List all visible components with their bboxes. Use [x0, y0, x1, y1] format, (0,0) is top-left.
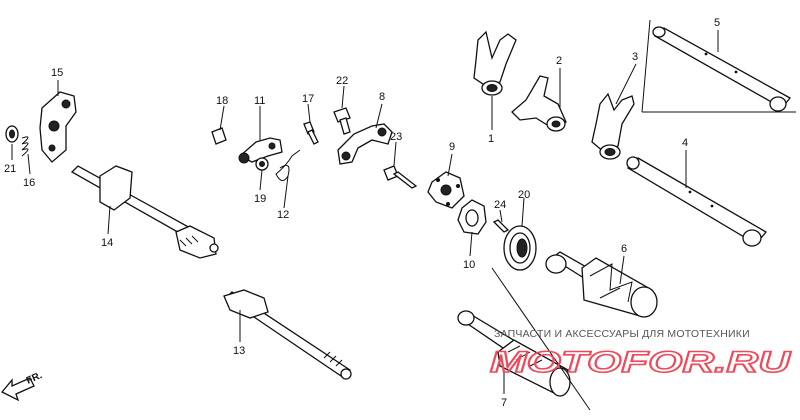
plate-15	[39, 91, 77, 163]
shift-fork-2	[511, 75, 567, 132]
callout-16: 16	[23, 177, 35, 189]
callout-17: 17	[302, 93, 314, 105]
callout-14: 14	[101, 237, 113, 249]
drum-center-9	[427, 171, 465, 209]
callout-18: 18	[216, 95, 228, 107]
shift-fork-3	[591, 92, 635, 160]
callout-9: 9	[449, 141, 455, 153]
collar-21	[5, 125, 19, 143]
leader-lines	[11, 19, 796, 394]
spring-12	[275, 149, 301, 181]
bolt-17	[303, 121, 319, 145]
dowel-pin-24	[492, 219, 510, 233]
shift-arm-11	[238, 137, 283, 164]
bolt-22	[333, 107, 351, 135]
callout-4: 4	[682, 137, 688, 149]
callout-1: 1	[488, 133, 494, 145]
callout-12: 12	[277, 209, 289, 221]
washer-19	[255, 157, 269, 171]
callout-6: 6	[621, 243, 627, 255]
callout-22: 22	[336, 75, 348, 87]
callout-8: 8	[379, 91, 385, 103]
callout-13: 13	[233, 345, 245, 357]
stopper-arm-8	[337, 123, 393, 165]
watermark-caption: ЗАПЧАСТИ И АКСЕССУАРЫ ДЛЯ МОТОТЕХНИКИ	[494, 328, 750, 340]
bolt-18	[211, 127, 227, 145]
fork-shaft-4	[626, 156, 767, 247]
callout-21: 21	[4, 163, 16, 175]
callout-3: 3	[632, 51, 638, 63]
shift-spindle-14	[70, 165, 219, 259]
spring-16	[21, 136, 29, 157]
callout-2: 2	[556, 55, 562, 67]
shift-fork-1	[473, 30, 517, 96]
callout-5: 5	[714, 17, 720, 29]
gearshift-shaft-13	[223, 289, 352, 380]
callout-20: 20	[518, 189, 530, 201]
bolt-23	[383, 165, 418, 189]
fork-shaft-5	[652, 26, 791, 112]
callout-19: 19	[254, 193, 266, 205]
callout-7: 7	[501, 397, 507, 409]
callout-11: 11	[254, 95, 265, 107]
guide-line-7	[491, 267, 591, 411]
front-direction-label: FR.	[25, 370, 44, 387]
callout-15: 15	[51, 67, 63, 79]
watermark-logo: MOTOFOR.RU	[490, 346, 792, 379]
callout-24: 24	[494, 199, 506, 211]
stopper-plate-10	[457, 199, 487, 235]
bearing-20	[503, 225, 537, 271]
gearshift-spindle-7	[457, 310, 571, 397]
front-direction-arrow-icon	[0, 377, 35, 402]
callout-10: 10	[463, 259, 475, 271]
shift-drum-6	[545, 251, 658, 318]
callout-23: 23	[390, 131, 402, 143]
